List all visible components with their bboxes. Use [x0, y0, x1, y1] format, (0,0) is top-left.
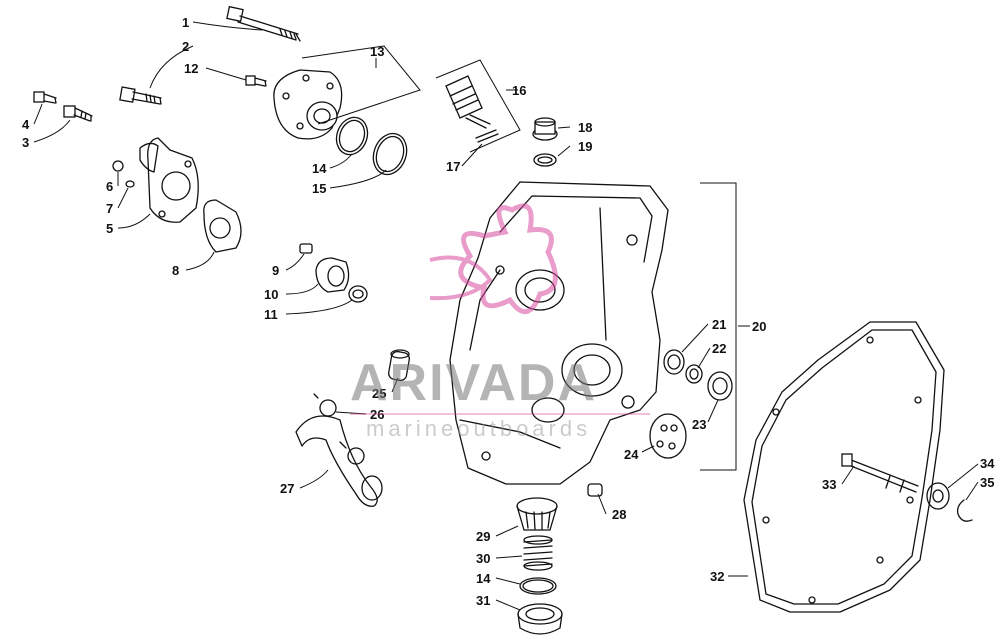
callout-13: 13	[370, 44, 384, 59]
part-12-small-bolt	[245, 75, 267, 87]
part-29-strainer	[516, 497, 558, 531]
callout-19: 19	[578, 139, 592, 154]
callout-26: 26	[370, 407, 384, 422]
callout-numbers: 1 2 12 13 16 4 3 18 19 6 7 5 14 15 17 8 …	[22, 15, 995, 608]
part-21-oil-seal	[663, 349, 685, 375]
part-13-water-pump	[273, 69, 343, 140]
callout-7: 7	[106, 201, 113, 216]
part-32-cover-gasket	[743, 321, 945, 613]
callout-24: 24	[624, 447, 639, 462]
part-10-impeller	[315, 257, 350, 293]
part-28-dowel	[587, 483, 603, 497]
part-25-fitting	[388, 349, 410, 382]
callout-23: 23	[692, 417, 706, 432]
callout-8: 8	[172, 263, 179, 278]
callout-34: 34	[980, 456, 995, 471]
part-18-plug	[532, 117, 558, 141]
callout-22: 22	[712, 341, 726, 356]
callout-29: 29	[476, 529, 490, 544]
part-14-o-ring-lower	[519, 577, 557, 595]
callout-9: 9	[272, 263, 279, 278]
callout-2: 2	[182, 39, 189, 54]
part-17-pin	[475, 129, 499, 143]
part-11-seal	[348, 285, 368, 303]
callout-16: 16	[512, 83, 526, 98]
part-27-hose	[295, 415, 383, 507]
watermark: ARIVADA marineoutboards	[350, 203, 650, 441]
part-14-o-ring-upper	[335, 116, 369, 156]
callout-14-upper: 14	[312, 161, 327, 176]
part-33-shaft	[841, 453, 919, 493]
part-15-o-ring	[372, 132, 408, 176]
callout-28: 28	[612, 507, 626, 522]
watermark-tagline: marineoutboards	[366, 416, 591, 441]
callout-14-lower: 14	[476, 571, 491, 586]
part-34-bearing	[926, 482, 950, 510]
watermark-flower-logo	[429, 203, 558, 314]
callout-6: 6	[106, 179, 113, 194]
part-1-long-bolt	[226, 5, 301, 42]
callout-1: 1	[182, 15, 189, 30]
part-9-pin	[299, 243, 313, 254]
callout-25: 25	[372, 386, 386, 401]
callout-10: 10	[264, 287, 278, 302]
part-24-cover-plate	[649, 413, 687, 459]
callout-31: 31	[476, 593, 490, 608]
part-19-washer	[533, 153, 557, 167]
part-30-spring	[523, 535, 553, 571]
bracket-13	[301, 45, 421, 125]
part-6-screw	[112, 160, 124, 172]
callout-12: 12	[184, 61, 198, 76]
callout-32: 32	[710, 569, 724, 584]
part-7-washer	[125, 180, 135, 188]
part-5-pump-housing	[139, 137, 199, 223]
callout-5: 5	[106, 221, 113, 236]
callout-27: 27	[280, 481, 294, 496]
callout-33: 33	[822, 477, 836, 492]
callout-21: 21	[712, 317, 726, 332]
callout-3: 3	[22, 135, 29, 150]
callout-30: 30	[476, 551, 490, 566]
part-3-bolt	[63, 105, 93, 122]
part-22-washer	[685, 364, 703, 384]
bracket-16	[435, 59, 521, 153]
part-16-impeller-cap	[445, 75, 491, 129]
callout-11: 11	[264, 307, 278, 322]
callout-20: 20	[752, 319, 766, 334]
callout-15: 15	[312, 181, 326, 196]
part-35-circlip	[956, 499, 973, 522]
bracket-20	[700, 182, 737, 471]
callout-4: 4	[22, 117, 30, 132]
watermark-brand: ARIVADA	[350, 354, 597, 412]
callout-18: 18	[578, 120, 592, 135]
leader-lines	[33, 21, 979, 611]
part-4-bolt	[33, 91, 57, 104]
callout-35: 35	[980, 475, 994, 490]
part-23-bearing	[707, 371, 733, 401]
part-2-bolt	[119, 86, 162, 105]
part-8-gasket	[203, 199, 242, 253]
part-31-drain-plug	[517, 603, 563, 635]
callout-17: 17	[446, 159, 460, 174]
